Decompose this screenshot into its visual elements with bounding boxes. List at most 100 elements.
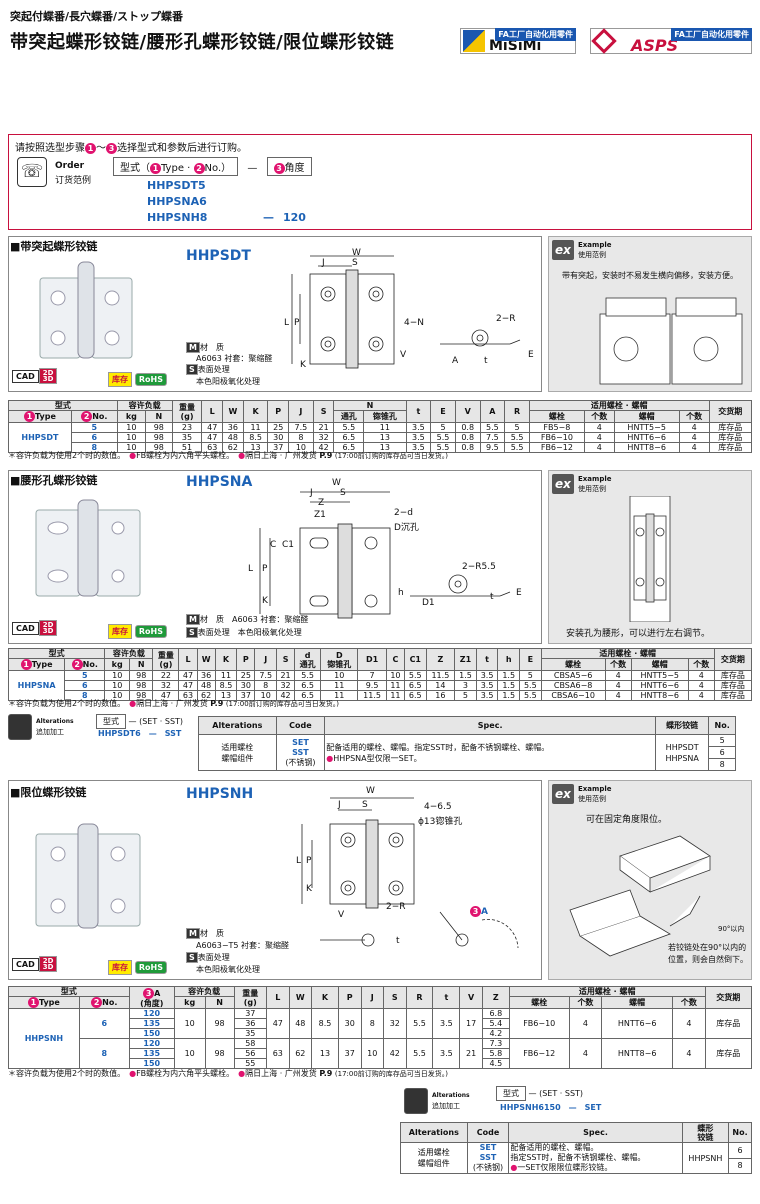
hhpsna-example-drawing [629, 496, 671, 622]
table-cell: 36 [222, 422, 244, 433]
dim-v: V [338, 910, 345, 920]
table-cell: HNTT8−6 [630, 690, 689, 701]
table-cell: 7.5 [288, 422, 314, 433]
dim-z1: Z1 [314, 510, 326, 520]
table-cell: 库存品 [704, 1038, 753, 1069]
hhpsna-notes: ＊容许负载为使用2个时的数值。 ●隔日上海 · 广州发货 P.9 (17:00前… [8, 699, 339, 708]
alterations-label-cn: 追加加工 [432, 1102, 460, 1110]
hhpsnh-example-text-2: 若铰链处在90°以内的 [668, 943, 747, 952]
table-cell: 7.3 [481, 1038, 510, 1049]
alterations-label: Alterations [36, 718, 74, 725]
table-cell: 1.5 [497, 690, 520, 701]
table-cell: 13 [363, 442, 407, 453]
hhpsnh-example-text-1: 可在固定角度限位。 [586, 815, 668, 825]
table-cell: 4 [583, 422, 615, 433]
asps-diamond-icon [591, 28, 617, 54]
table-cell: 23 [171, 422, 203, 433]
table-cell: 5.5 [294, 670, 322, 681]
table-cell: 135 [128, 1048, 175, 1059]
table-cell: 51 [171, 442, 203, 453]
table-cell: 32 [276, 680, 296, 691]
table-cell: 7 [357, 670, 387, 681]
table-cell: 库存品 [713, 670, 753, 681]
table-cell: 14 [425, 680, 456, 691]
table-cell: 48 [196, 680, 216, 691]
dim-l: L [284, 318, 290, 328]
table-cell: 10 [116, 432, 147, 443]
header-subtitle: 突起付蝶番/長穴蝶番/ストップ蝶番 [10, 10, 184, 23]
table-cell: 32 [312, 432, 335, 443]
hhpsna-product-name: HHPSNA [186, 474, 253, 490]
dim-h: h [398, 588, 404, 598]
table-cell: 7.5 [254, 670, 278, 681]
table-cell: 3 [454, 680, 477, 691]
table-cell: 1.5 [497, 680, 520, 691]
hhpsnh-example-degree: 90°以内 [718, 925, 745, 933]
table-cell: 11.5 [425, 670, 456, 681]
asps-name: ASPS [631, 35, 679, 55]
table-cell: 11 [385, 680, 405, 691]
asps-tag: FA工厂自动化用零件 [671, 28, 752, 41]
table-cell: 11.5 [357, 690, 387, 701]
example-label-cn: 使用范例 [578, 251, 606, 259]
dim-w: W [352, 248, 361, 258]
table-cell: 135 [128, 1018, 175, 1029]
table-cell: 98 [145, 432, 173, 443]
hhpsna-photo [35, 499, 141, 597]
type-cell: HHPSNA [7, 670, 66, 701]
table-cell: 10 [104, 670, 131, 681]
phone-icon: ☏ [17, 157, 47, 187]
dim-k: K [306, 884, 312, 894]
table-cell: 5.5 [405, 1038, 434, 1069]
table-cell: 0.8 [454, 442, 481, 453]
dim-r: 2−R [496, 314, 516, 324]
table-cell: 13 [242, 442, 269, 453]
page-title: 带突起蝶形铰链/腰形孔蝶形铰链/限位蝶形铰链 [10, 32, 395, 53]
dim-r: 2−R5.5 [462, 562, 496, 572]
example-label: Example [578, 475, 612, 483]
table-cell: 4 [687, 690, 715, 701]
table-cell: 11 [214, 670, 238, 681]
order-example-2: HHPSNA6 [147, 195, 207, 208]
table-cell: 库存品 [713, 690, 753, 701]
table-cell: 17 [459, 1008, 483, 1039]
table-cell: 37 [233, 1008, 268, 1019]
hhpsnh-photo [35, 823, 141, 929]
table-cell: 35 [233, 1028, 268, 1039]
table-cell: 8.5 [214, 680, 238, 691]
table-cell: 25 [267, 422, 290, 433]
table-cell: 8 [288, 432, 314, 443]
dim-t: t [490, 592, 494, 602]
table-cell: 36 [196, 670, 216, 681]
dim-j: J [310, 488, 313, 498]
hhpsna-example-text: 安装孔为腰形，可以进行左右调节。 [566, 629, 711, 639]
table-cell: 30 [236, 680, 256, 691]
table-cell: 6.8 [481, 1008, 510, 1019]
table-cell: 4 [672, 1008, 706, 1039]
hhpsdt-notes: ＊容许负载为使用2个时的数值。 ●FB螺栓为内六角平头螺栓。 ●隔日上海 · 广… [8, 451, 449, 460]
table-cell: 5 [504, 422, 530, 433]
dim-l: L [248, 564, 254, 574]
dim-p: P [306, 856, 312, 866]
dim-j: J [322, 258, 325, 268]
table-cell: 150 [128, 1058, 175, 1069]
hhpsdt-section-title: ■带突起蝶形铰链 [10, 240, 98, 253]
table-cell: 10 [104, 680, 131, 691]
table-cell: CBSA6−8 [540, 680, 606, 691]
alterations-drill-icon [404, 1088, 428, 1114]
dim-s: S [340, 488, 346, 498]
table-cell: HHPSNH [8, 1008, 80, 1069]
table-cell: 4 [583, 442, 615, 453]
table-cell: 库存品 [708, 422, 753, 433]
table-cell: 35 [171, 432, 203, 443]
misumi-name: MiSiMi [489, 38, 542, 54]
